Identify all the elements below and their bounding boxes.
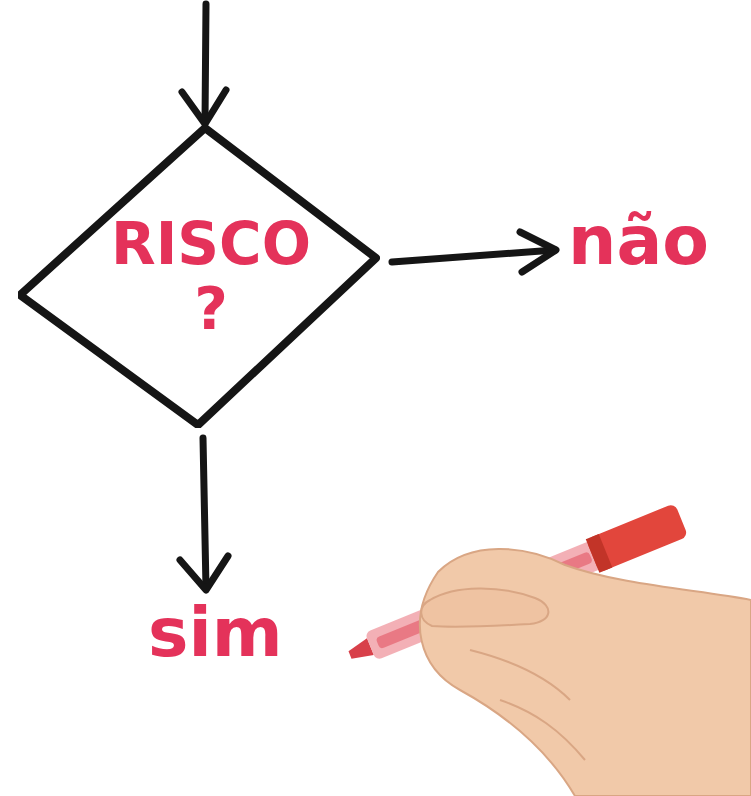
yes-arrow-head: [180, 556, 228, 590]
hand-thumb: [421, 588, 548, 626]
marker-cap-ring: [586, 534, 613, 573]
answer-label: sim: [148, 592, 283, 674]
entry-arrow: [205, 4, 206, 122]
entry-arrow-head: [182, 90, 226, 124]
hand-palm: [420, 549, 751, 796]
decision-diamond: RISCO ?: [18, 125, 380, 428]
yes-arrow: [203, 438, 206, 588]
decision-text: RISCO ?: [111, 212, 311, 342]
no-arrow-head: [520, 232, 556, 272]
marker-cap: [586, 503, 688, 573]
no-arrow: [392, 250, 555, 262]
hand-finger-line: [500, 700, 585, 760]
hand-finger-line: [470, 650, 570, 700]
diamond-border: [20, 128, 376, 425]
answer-label: não: [568, 200, 709, 282]
